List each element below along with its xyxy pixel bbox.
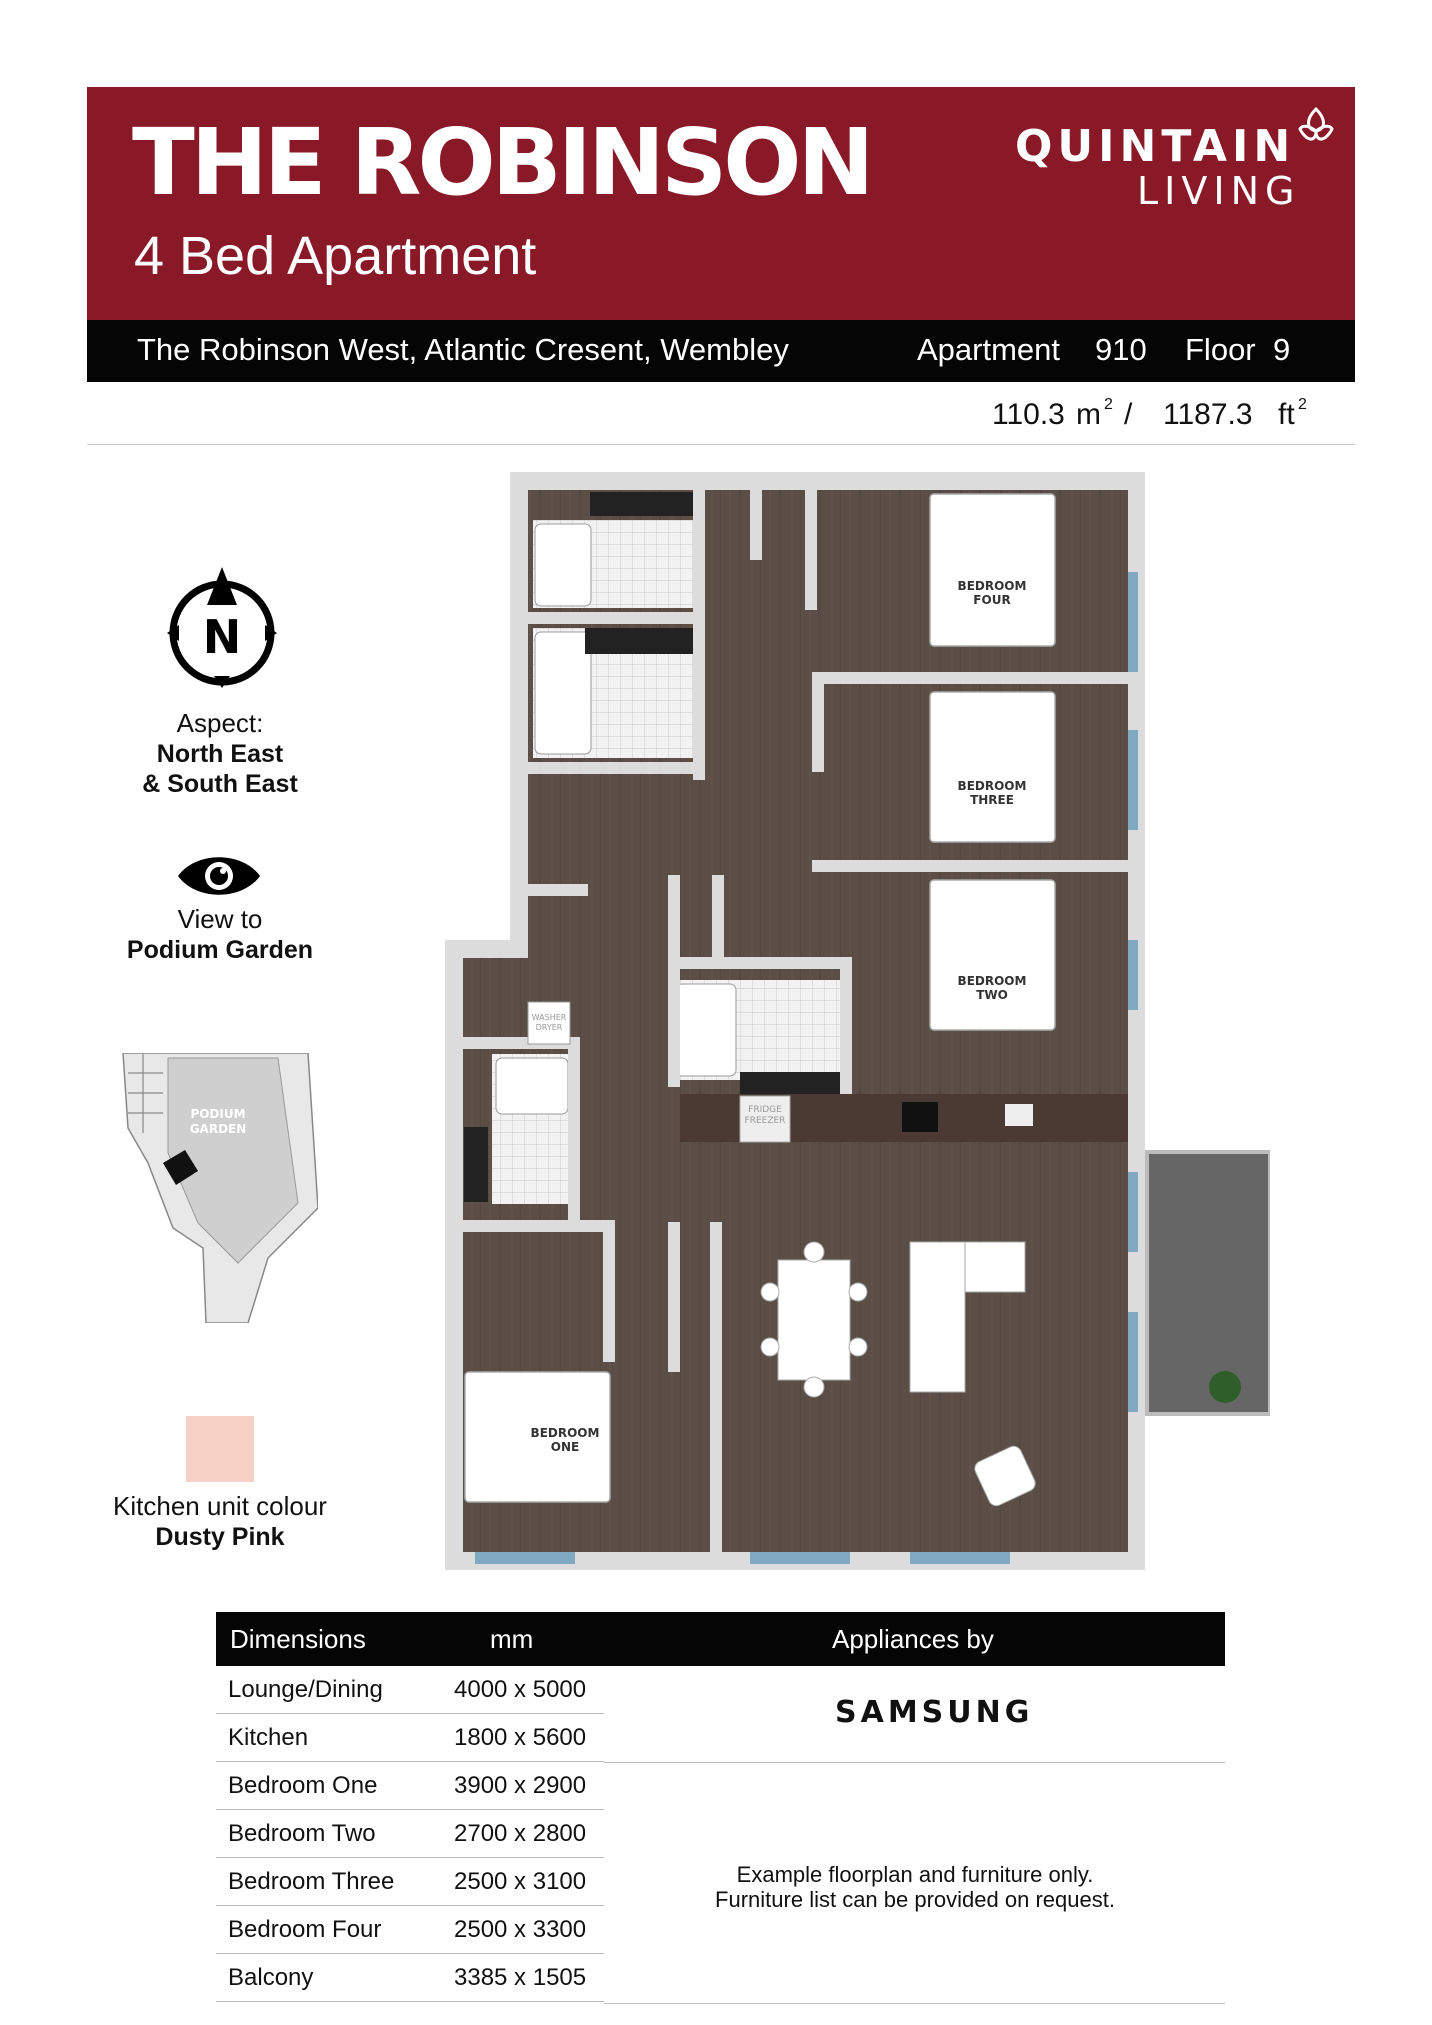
apartment-label: Apartment (917, 332, 1061, 367)
title-banner: THE ROBINSON 4 Bed Apartment QUINTAIN LI… (87, 87, 1355, 320)
address-bar: The Robinson West, Atlantic Cresent, Wem… (87, 320, 1355, 382)
appliances-header: Appliances by (832, 1624, 994, 1654)
area-sqm: 110.3 (992, 398, 1065, 431)
room-size: 2500 x 3300 (454, 1916, 587, 1943)
dimensions-table-header: Dimensions mm Appliances by (216, 1612, 1225, 1666)
area-sqft-unit: ft (1278, 398, 1295, 431)
bedroom-three-label-2: THREE (970, 793, 1014, 807)
aspect-line1: North East (156, 740, 284, 769)
table-row: Bedroom Four 2500 x 3300 (216, 1906, 604, 1954)
address-text: The Robinson West, Atlantic Cresent, Wem… (137, 332, 789, 367)
room-name: Bedroom Three (228, 1868, 395, 1895)
room-size: 3900 x 2900 (454, 1772, 587, 1799)
divider (604, 2003, 1225, 2004)
compass-letter: N (203, 610, 242, 664)
kitchen-colour-swatch (186, 1416, 254, 1482)
unit-header: mm (490, 1624, 534, 1654)
apartment-type: 4 Bed Apartment (134, 226, 537, 286)
key-plan-label-2: GARDEN (190, 1122, 247, 1136)
brand-name: QUINTAIN (1015, 121, 1296, 172)
room-name: Lounge/Dining (228, 1676, 383, 1703)
note-line-1: Example floorplan and furniture only. (736, 1862, 1094, 1887)
divider (604, 1762, 1225, 1763)
room-name: Bedroom Four (228, 1916, 382, 1943)
room-size: 4000 x 5000 (454, 1676, 587, 1703)
bedroom-two-label-1: BEDROOM (958, 974, 1027, 988)
washer-label-2: DRYER (536, 1023, 563, 1032)
bedroom-two-label-2: TWO (976, 988, 1008, 1002)
room-name: Bedroom One (228, 1772, 378, 1799)
fridge-label-2: FREEZER (745, 1116, 786, 1126)
brand-subname: LIVING (1137, 169, 1301, 213)
kitchen-colour-block: Kitchen unit colour Dusty Pink (70, 1491, 370, 1552)
compass-icon: N (167, 567, 277, 688)
washer-label-1: WASHER (532, 1013, 567, 1022)
kitchen-colour-label: Kitchen unit colour (113, 1491, 327, 1521)
fridge-label-1: FRIDGE (748, 1105, 782, 1115)
bedroom-one-label-2: ONE (551, 1440, 579, 1454)
key-plan-label-1: PODIUM (190, 1107, 245, 1121)
disclaimer-note: Example floorplan and furniture only. Fu… (640, 1862, 1190, 1913)
floor-number: 9 (1273, 332, 1291, 367)
room-size: 2500 x 3100 (454, 1868, 587, 1895)
area-separator: / (1124, 398, 1133, 431)
key-plan: PODIUM GARDEN (122, 1053, 318, 1323)
dimensions-header: Dimensions (230, 1624, 366, 1654)
floor-plan: FRIDGE FREEZER WASHER DRYER BEDROOM FOUR… (445, 472, 1270, 1570)
aspect-block: Aspect: North East & South East (70, 708, 370, 799)
table-row: Balcony 3385 x 1505 (216, 1954, 604, 2002)
eye-icon (178, 857, 260, 895)
quintain-logo-icon (1298, 106, 1334, 141)
page-title: THE ROBINSON (132, 109, 874, 216)
bedroom-three-label-1: BEDROOM (958, 779, 1027, 793)
table-row: Bedroom Two 2700 x 2800 (216, 1810, 604, 1858)
apartment-number: 910 (1095, 332, 1147, 367)
bedroom-one-label-1: BEDROOM (531, 1426, 600, 1440)
divider (87, 444, 1355, 445)
table-row: Bedroom One 3900 x 2900 (216, 1762, 604, 1810)
view-value: Podium Garden (126, 936, 314, 965)
room-name: Balcony (228, 1964, 314, 1991)
view-block: View to Podium Garden (70, 904, 370, 965)
room-name: Kitchen (228, 1724, 309, 1751)
appliance-brand-logo: SAMSUNG (835, 1695, 1034, 1730)
area-sqft-superscript: 2 (1298, 396, 1307, 413)
room-size: 2700 x 2800 (454, 1820, 587, 1847)
table-row: Kitchen 1800 x 5600 (216, 1714, 604, 1762)
bedroom-four-label-2: FOUR (973, 593, 1010, 607)
table-row: Lounge/Dining 4000 x 5000 (216, 1666, 604, 1714)
aspect-line2: & South East (142, 770, 298, 799)
room-name: Bedroom Two (228, 1820, 376, 1847)
aspect-label: Aspect: (176, 708, 264, 738)
room-size: 3385 x 1505 (454, 1964, 587, 1991)
view-label: View to (177, 904, 263, 934)
area-sqm-unit: m (1076, 398, 1101, 431)
area-sqft: 1187.3 (1163, 398, 1253, 431)
floor-label: Floor (1185, 332, 1256, 367)
kitchen-colour-value: Dusty Pink (155, 1523, 285, 1552)
area-sqm-superscript: 2 (1104, 396, 1113, 413)
bedroom-four-label-1: BEDROOM (958, 579, 1027, 593)
room-size: 1800 x 5600 (454, 1724, 587, 1751)
note-line-2: Furniture list can be provided on reques… (715, 1887, 1115, 1913)
table-row: Bedroom Three 2500 x 3100 (216, 1858, 604, 1906)
